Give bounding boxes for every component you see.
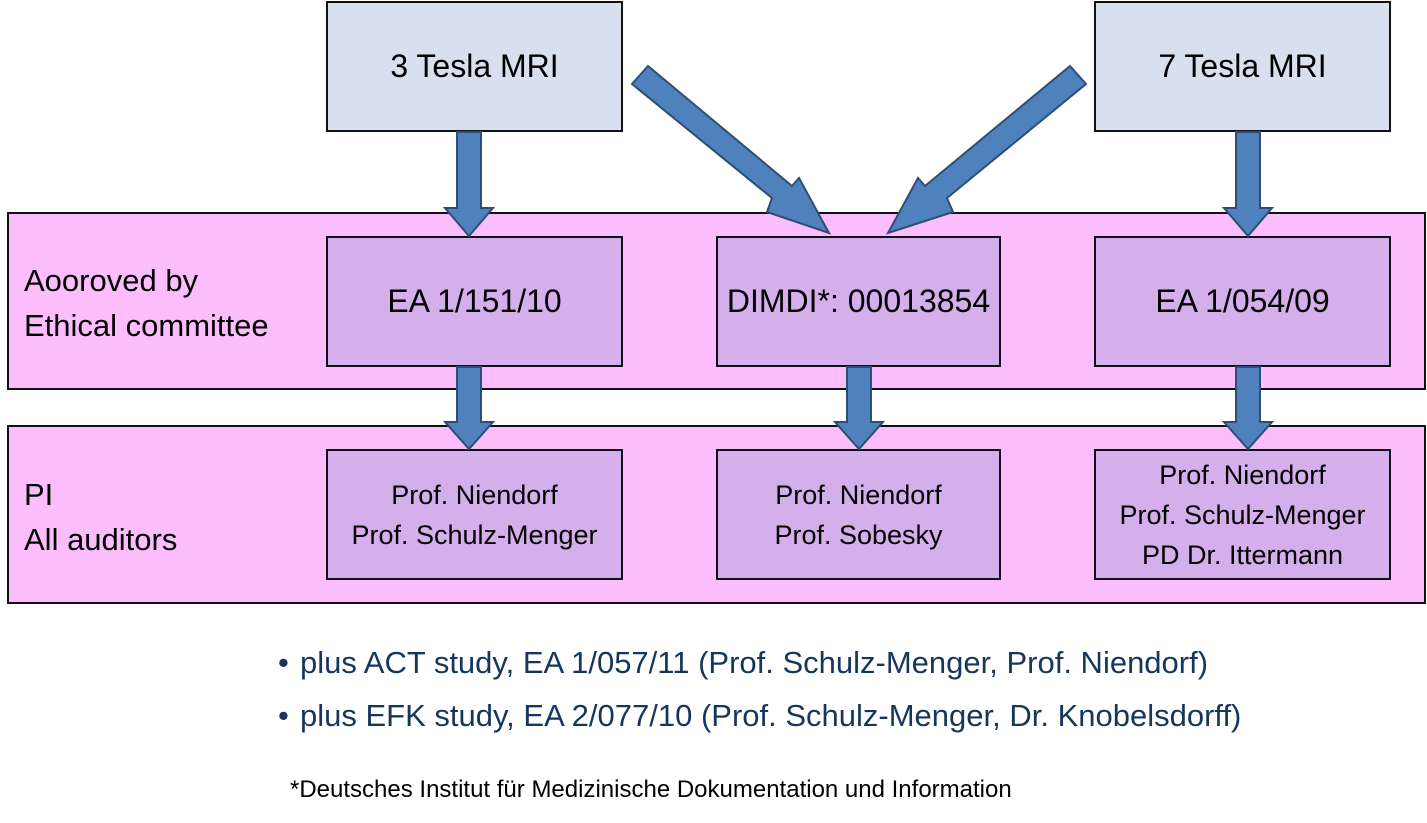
down-arrow-icon (1221, 131, 1275, 238)
pi-box-3t-line: Prof. Niendorf (391, 479, 558, 510)
bullet-item: • plus EFK study, EA 2/077/10 (Prof. Sch… (278, 689, 1241, 742)
ethics-label-line1: Aooroved by (24, 263, 199, 298)
pi-band-label: PI All auditors (24, 472, 177, 562)
ethics-box-dimdi-label: DIMDI*: 00013854 (726, 283, 991, 319)
mri-7t-label: 7 Tesla MRI (1158, 48, 1327, 84)
ethics-box-dimdi: DIMDI*: 00013854 (716, 236, 1001, 367)
pi-box-dimdi-line: Prof. Niendorf (775, 479, 942, 510)
down-arrow-icon (442, 366, 496, 451)
ethics-label-line2: Ethical committee (24, 308, 269, 343)
pi-box-dimdi: Prof. Niendorf Prof. Sobesky (716, 449, 1001, 580)
pi-box-3t-line: Prof. Schulz-Menger (351, 519, 598, 550)
down-arrow-icon (442, 131, 496, 238)
bullet-text: plus ACT study, EA 1/057/11 (Prof. Schul… (300, 645, 1209, 680)
ethics-box-3t-label: EA 1/151/10 (387, 283, 562, 319)
pi-box-dimdi-line: Prof. Sobesky (774, 519, 943, 550)
bullet-dot: • (278, 645, 289, 680)
ethics-band-label: Aooroved by Ethical committee (24, 258, 269, 348)
mri-3t-label: 3 Tesla MRI (390, 48, 559, 84)
ethics-box-3t: EA 1/151/10 (326, 236, 623, 367)
bullet-item: • plus ACT study, EA 1/057/11 (Prof. Sch… (278, 636, 1241, 689)
pi-box-7t-line: Prof. Niendorf (1159, 459, 1326, 490)
pi-box-7t: Prof. Niendorf Prof. Schulz-Menger PD Dr… (1094, 449, 1391, 580)
footnote: *Deutsches Institut für Medizinische Dok… (290, 776, 1012, 803)
bullet-list: • plus ACT study, EA 1/057/11 (Prof. Sch… (278, 636, 1241, 742)
pi-box-3t: Prof. Niendorf Prof. Schulz-Menger (326, 449, 623, 580)
diagonal-arrow-icon (630, 64, 832, 235)
down-arrow-icon (832, 366, 886, 451)
pi-label-line2: All auditors (24, 522, 178, 557)
diagonal-arrow-icon (885, 64, 1088, 235)
down-arrow-icon (1221, 366, 1275, 451)
pi-box-7t-line: Prof. Schulz-Menger (1119, 499, 1366, 530)
pi-label-line1: PI (24, 477, 54, 512)
pi-box-7t-line: PD Dr. Ittermann (1141, 539, 1344, 570)
bullet-dot: • (278, 698, 289, 733)
mri-7t-box: 7 Tesla MRI (1094, 1, 1391, 132)
ethics-box-7t: EA 1/054/09 (1094, 236, 1391, 367)
ethics-box-7t-label: EA 1/054/09 (1155, 283, 1330, 319)
bullet-text: plus EFK study, EA 2/077/10 (Prof. Schul… (300, 698, 1242, 733)
